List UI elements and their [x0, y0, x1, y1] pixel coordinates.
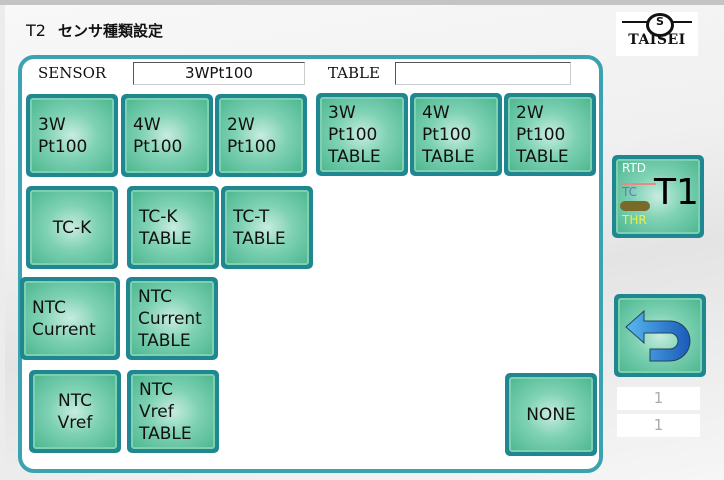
btn-3w-pt100-table[interactable]: 3W Pt100 TABLE	[316, 93, 408, 176]
button-label: TC-K TABLE	[131, 190, 215, 265]
logo-text: TAISEI	[628, 32, 686, 48]
taisei-logo: TAISEI	[616, 12, 698, 56]
button-label: TC-T TABLE	[225, 190, 309, 265]
back-button[interactable]	[614, 294, 706, 377]
rtd-icon-label: RTD	[622, 161, 647, 175]
button-label: TC-K	[30, 190, 114, 265]
btn-tc-t-table[interactable]: TC-T TABLE	[221, 186, 313, 269]
btn-ntc-vref[interactable]: NTC Vref	[29, 370, 121, 453]
counter-2: 1	[617, 414, 700, 437]
button-label: NTC Current TABLE	[130, 281, 214, 356]
button-label: NTC Vref	[33, 374, 117, 449]
page-title: T2 センサ種類設定	[26, 20, 163, 41]
btn-ntc-current-table[interactable]: NTC Current TABLE	[126, 277, 218, 360]
button-label: 4W Pt100	[125, 98, 209, 173]
counter-1: 1	[617, 387, 700, 410]
btn-4w-pt100-table[interactable]: 4W Pt100 TABLE	[410, 93, 502, 176]
btn-ntc-current[interactable]: NTC Current	[20, 277, 120, 360]
button-label: 3W Pt100 TABLE	[320, 97, 404, 172]
thermistor-icon	[620, 201, 650, 211]
button-label: NTC Vref TABLE	[131, 374, 215, 449]
btn-none[interactable]: NONE	[505, 373, 597, 456]
btn-2w-pt100[interactable]: 2W Pt100	[215, 94, 307, 177]
tc-icon-label: TC	[622, 183, 656, 199]
table-label: TABLE	[328, 64, 380, 82]
screen-id: T2	[26, 21, 46, 40]
button-label: 3W Pt100	[30, 98, 114, 173]
title-text: センサ種類設定	[57, 22, 163, 40]
btn-4w-pt100[interactable]: 4W Pt100	[121, 94, 213, 177]
t1-sensor-button[interactable]: RTD TC THR T1	[612, 155, 704, 238]
sensor-label: SENSOR	[38, 64, 107, 82]
button-label: 4W Pt100 TABLE	[414, 97, 498, 172]
top-bar	[0, 0, 724, 5]
t1-label: T1	[654, 172, 699, 213]
table-value-field	[395, 62, 571, 85]
button-label: NONE	[509, 377, 593, 452]
button-label: NTC Current	[24, 281, 116, 356]
btn-3w-pt100[interactable]: 3W Pt100	[26, 94, 118, 177]
button-label: 2W Pt100 TABLE	[508, 97, 592, 172]
btn-tc-k-table[interactable]: TC-K TABLE	[127, 186, 219, 269]
btn-2w-pt100-table[interactable]: 2W Pt100 TABLE	[504, 93, 596, 176]
logo-mark-icon	[616, 12, 698, 37]
button-label: 2W Pt100	[219, 98, 303, 173]
btn-ntc-vref-table[interactable]: NTC Vref TABLE	[127, 370, 219, 453]
thr-icon-label: THR	[622, 213, 647, 227]
btn-tc-k[interactable]: TC-K	[26, 186, 118, 269]
u-turn-back-arrow-icon	[625, 309, 691, 361]
sensor-value-field: 3WPt100	[133, 62, 305, 85]
